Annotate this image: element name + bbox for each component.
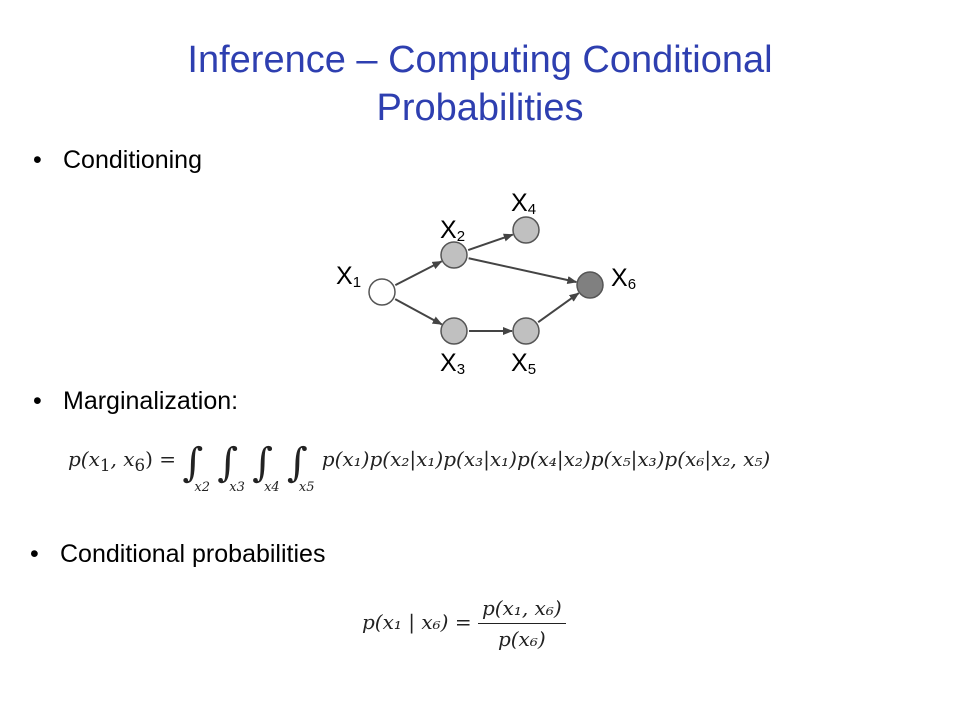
bullet-dot: •: [33, 387, 42, 415]
node-x3: [440, 317, 468, 345]
fraction-denominator: p(x₆): [497, 627, 546, 651]
conditional-fraction: p(x₁, x₆) p(x₆): [477, 596, 566, 651]
bullet-conditional-text: Conditional probabilities: [60, 540, 326, 568]
integral-x5: ∫x5: [286, 440, 315, 495]
label-x6: X6: [611, 264, 637, 293]
edge-x5-x6: [537, 292, 580, 324]
bullet-marginalization-text: Marginalization:: [63, 387, 239, 415]
integral-x4: ∫x4: [252, 440, 280, 495]
bullet-conditioning-text: Conditioning: [63, 146, 202, 174]
label-x5: X5: [511, 349, 537, 378]
node-x5: [512, 317, 540, 345]
node-x4: [512, 216, 540, 244]
bullet-dot: •: [30, 540, 39, 568]
node-layer: [368, 216, 604, 345]
title-line-2: Probabilities: [376, 87, 584, 129]
slide-title: Inference – Computing Conditional Probab…: [0, 36, 960, 132]
label-x4: X4: [511, 189, 537, 218]
bullet-dot: •: [33, 146, 42, 174]
edge-layer: [394, 233, 580, 335]
integral-x2: ∫x2: [182, 440, 210, 495]
label-x2: X2: [440, 216, 466, 245]
conditional-formula: p(x₁ | x₆) = p(x₁, x₆) p(x₆): [362, 596, 566, 651]
node-x1: [368, 278, 396, 306]
edge-x2-x4: [467, 233, 514, 252]
edge-x1-x2: [394, 260, 443, 287]
marginal-rhs: p(x₁)p(x₂|x₁)p(x₃|x₁)p(x₄|x₂)p(x₅|x₃)p(x…: [321, 447, 771, 471]
fraction-numerator: p(x₁, x₆): [477, 596, 566, 624]
bullet-conditional-probabilities: • Conditional probabilities: [30, 539, 325, 569]
bullet-marginalization: • Marginalization:: [33, 386, 238, 416]
conditional-lhs: p(x₁ | x₆) =: [362, 610, 472, 634]
label-x3: X3: [440, 349, 466, 378]
node-x2: [440, 241, 468, 269]
node-x6: [576, 271, 604, 299]
integral-x3: ∫x3: [217, 440, 245, 495]
label-x1: X1: [336, 262, 362, 291]
bullet-conditioning: • Conditioning: [33, 145, 202, 175]
title-line-1: Inference – Computing Conditional: [187, 39, 773, 81]
edge-x2-x6: [468, 257, 578, 284]
edge-x1-x3: [394, 298, 443, 326]
